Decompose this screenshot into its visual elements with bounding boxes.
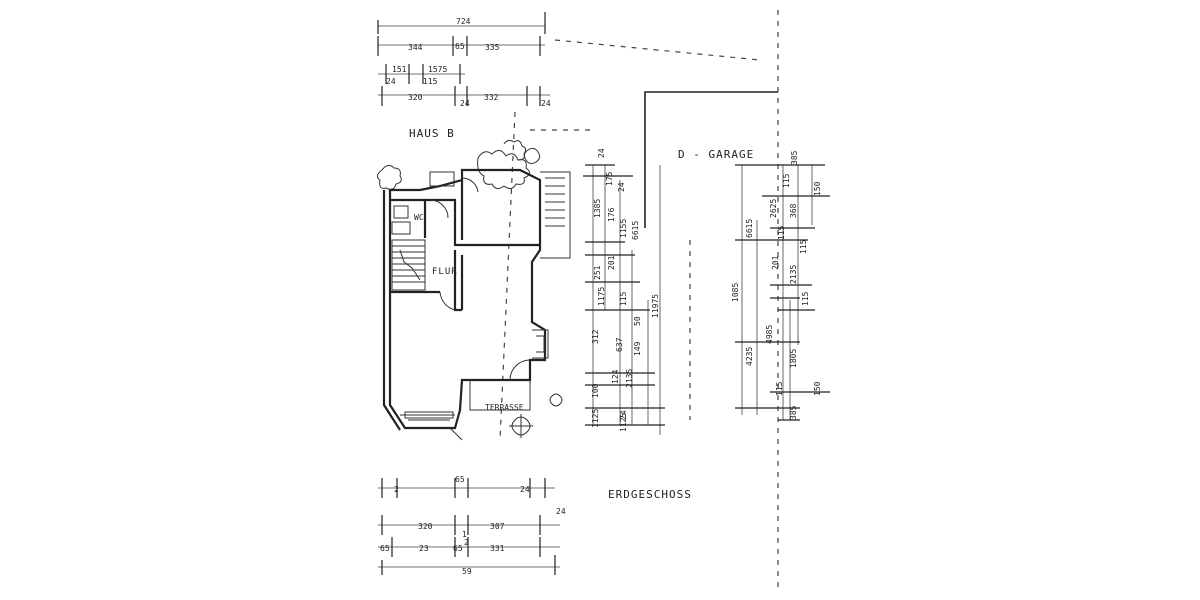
bottom-dim-6: 307 — [490, 522, 505, 531]
vdim-h7: 6615 — [631, 221, 640, 240]
vdim-g2: 150 — [813, 181, 822, 196]
top-dimension-chains: 724 344 65 335 151 1575 24 115 320 24 33… — [377, 12, 551, 108]
vdim-h14: 637 — [615, 337, 624, 352]
terrace-label: TERRASSE — [485, 403, 524, 412]
vdim-h8: 251 — [593, 265, 602, 280]
dim-top-b2: 1575 — [428, 65, 447, 74]
bottom-dim-1: 2 — [394, 485, 399, 494]
vdim-g17: 150 — [813, 381, 822, 396]
dim-top-c1: 320 — [408, 93, 423, 102]
staircase — [391, 239, 426, 291]
vdim-h21: 24 — [619, 410, 628, 420]
house-title: HAUS B — [409, 127, 455, 140]
dim-top-a1: 344 — [408, 43, 423, 52]
dim-top-b3: 24 — [386, 77, 396, 86]
bush-icon — [477, 150, 530, 190]
vdim-h1: 24 — [597, 148, 606, 158]
bottom-dim-5: 1 — [462, 530, 467, 539]
dim-top-b4: 115 — [423, 77, 438, 86]
dashed-boundaries — [499, 10, 779, 590]
bottom-dim-10: 23 — [419, 544, 429, 553]
bottom-dim-3: 24 — [520, 485, 530, 494]
vdim-g11: 2135 — [789, 265, 798, 284]
bottom-dim-9: 65 — [380, 544, 390, 553]
vdim-g3: 115 — [782, 173, 791, 188]
dim-top-a2: 65 — [455, 42, 465, 51]
bottom-dimension-chains: 2 65 24 320 1 307 24 2 65 23 65 331 59 — [378, 475, 566, 576]
sink-icon — [391, 221, 411, 235]
bottom-dim-overall: 59 — [462, 567, 472, 576]
garage-vertical-dims: 385 150 115 2625 368 6615 115 115 1085 2… — [731, 150, 830, 421]
vdim-h9: 201 — [607, 255, 616, 270]
vdim-h17: 100 — [591, 383, 600, 398]
doormat-icon — [429, 171, 455, 187]
vdim-h5: 176 — [607, 207, 616, 222]
house-b: HAUS B WC FLUR — [376, 127, 571, 441]
door-entrance — [461, 177, 479, 193]
room-hallway: FLUR — [432, 267, 458, 277]
door-wc — [429, 199, 449, 219]
vdim-g12: 115 — [801, 291, 810, 306]
vdim-h4: 24 — [617, 182, 626, 192]
tree-icon — [503, 139, 527, 161]
vdim-h3: 175 — [605, 171, 614, 186]
vdim-h16: 149 — [633, 341, 642, 356]
bottom-dim-8: 2 — [464, 538, 469, 547]
vdim-h22: 1125 — [619, 413, 628, 432]
vdim-h18: 124 — [611, 369, 620, 384]
vdim-g8: 115 — [799, 239, 808, 254]
vdim-g5: 368 — [789, 203, 798, 218]
vdim-g4: 2625 — [769, 199, 778, 218]
bottom-dim-4: 320 — [418, 522, 433, 531]
garage: D - GARAGE — [644, 91, 778, 228]
shrub-icon-terrace — [509, 414, 533, 438]
vdim-h15: 50 — [633, 316, 642, 326]
dim-top-b1: 151 — [392, 65, 407, 74]
vdim-g14: 4985 — [765, 325, 774, 344]
vdim-g6: 6615 — [745, 219, 754, 238]
exterior-steps — [540, 171, 571, 259]
vdim-g9: 1085 — [731, 283, 740, 302]
room-wc: WC — [414, 213, 424, 222]
floor-label: ERDGESCHOSS — [608, 488, 692, 501]
vdim-g15: 1805 — [789, 349, 798, 368]
dim-top-c4: 24 — [541, 99, 551, 108]
dim-top-c2: 24 — [460, 99, 470, 108]
vdim-h13: 312 — [591, 329, 600, 344]
bottom-dim-11: 65 — [453, 544, 463, 553]
dim-top-a3: 335 — [485, 43, 500, 52]
garage-label: D - GARAGE — [678, 148, 754, 161]
plant-icon — [376, 164, 402, 190]
vdim-g18: 385 — [789, 405, 798, 420]
vdim-h12: 11975 — [651, 294, 660, 318]
toilet-icon — [393, 205, 409, 219]
vdim-h10: 115 — [619, 291, 628, 306]
bottom-dim-2: 65 — [455, 475, 465, 484]
plant-icon-terrace — [549, 393, 563, 407]
dim-overall-top: 724 — [456, 17, 471, 26]
vdim-g1: 385 — [790, 150, 799, 165]
vdim-g10: 201 — [771, 255, 780, 270]
bottom-dim-7: 24 — [556, 507, 566, 516]
vdim-h11: 1175 — [597, 287, 606, 306]
vdim-h20: 1125 — [591, 409, 600, 428]
vdim-g7: 115 — [777, 225, 786, 240]
vdim-h2: 1385 — [593, 199, 602, 218]
door-hallway — [439, 291, 456, 311]
bottom-dim-12: 331 — [490, 544, 505, 553]
house-vertical-dims: 24 1385 175 24 176 1155 6615 251 201 115… — [583, 148, 665, 435]
vdim-g13: 4235 — [745, 347, 754, 366]
vdim-g16: 115 — [775, 381, 784, 396]
dim-top-c3: 332 — [484, 93, 499, 102]
vdim-h19: 2135 — [625, 369, 634, 388]
door-terrace — [509, 359, 531, 381]
vdim-h6: 1155 — [619, 219, 628, 238]
shrub-icon — [523, 147, 541, 165]
